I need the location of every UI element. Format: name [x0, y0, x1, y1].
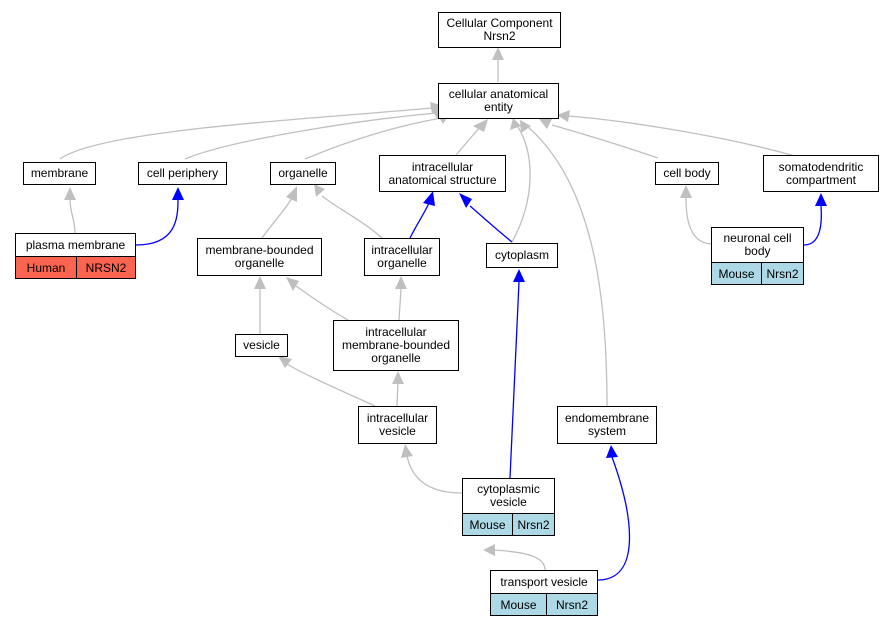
arrowhead	[520, 120, 531, 133]
node-cytoplasm[interactable]: cytoplasm	[486, 243, 558, 268]
edge-endomembrane-to-cae	[527, 126, 608, 407]
node-organelle[interactable]: organelle	[270, 162, 336, 185]
edge-ncb-to-somato	[803, 205, 822, 246]
edge-cv-to-iv	[406, 455, 463, 494]
arrowhead	[557, 110, 570, 122]
species-tag: Mouse	[712, 263, 761, 284]
node-transport-vesicle[interactable]: transport vesicle Mouse Nrsn2	[490, 570, 598, 616]
arrowhead	[473, 119, 488, 132]
arrowhead	[392, 371, 404, 384]
node-intracellular-anatomical-structure[interactable]: intracellular anatomical structure	[379, 155, 506, 192]
node-label: cellular anatomical entity	[448, 87, 549, 114]
edge-io-to-ias	[409, 202, 430, 239]
species-tags: Mouse Nrsn2	[712, 262, 803, 284]
node-cytoplasmic-vesicle[interactable]: cytoplasmic vesicle Mouse Nrsn2	[462, 478, 555, 536]
species-tag: Human	[16, 257, 76, 278]
arrowhead	[680, 185, 692, 198]
edge-somato-to-cae	[567, 115, 796, 157]
edge-mbo-to-organelle	[261, 197, 293, 239]
arrowhead	[539, 119, 552, 129]
edge-cellbody-to-cae	[551, 124, 659, 159]
node-cell-periphery[interactable]: cell periphery	[138, 162, 227, 185]
edge-cv-to-cytoplasm	[509, 281, 520, 479]
arrowhead	[513, 269, 525, 282]
node-label: transport vesicle	[500, 574, 588, 589]
node-label: organelle	[278, 166, 328, 180]
node-label: cytoplasmic vesicle	[477, 482, 540, 509]
arrowhead	[314, 184, 325, 197]
edge-ias-to-cae	[455, 126, 481, 156]
arrowhead	[64, 187, 76, 200]
edge-imbo-to-io	[398, 288, 402, 321]
edge-imbo-to-mbo	[295, 285, 349, 321]
edge-plasma-to-cellperiphery	[135, 199, 179, 246]
node-vesicle[interactable]: vesicle	[235, 334, 288, 357]
node-label: intracellular organelle	[371, 243, 433, 270]
node-root[interactable]: Cellular Component Nrsn2	[438, 12, 561, 48]
arrowhead	[254, 276, 266, 289]
arrowhead	[815, 193, 827, 206]
arrowhead	[401, 444, 413, 458]
arrowhead	[286, 186, 297, 202]
node-label: cytoplasm	[494, 248, 550, 262]
edge-cytoplasm-to-cae	[511, 126, 531, 243]
gene-tag: Nrsn2	[546, 594, 597, 615]
node-label: membrane-bounded organelle	[205, 243, 314, 270]
gene-tag: NRSN2	[76, 257, 135, 278]
node-label: somatodendritic compartment	[778, 159, 864, 187]
node-label: intracellular anatomical structure	[388, 159, 497, 187]
node-label: plasma membrane	[25, 237, 126, 252]
node-label: endomembrane system	[564, 411, 650, 438]
edge-cellperiphery-to-cae	[184, 112, 437, 160]
edge-io-to-organelle	[321, 195, 383, 239]
species-tag: Mouse	[491, 594, 546, 615]
node-label: intracellular membrane-bounded organelle	[341, 325, 451, 365]
node-label: neuronal cell body	[723, 231, 792, 258]
edge-cytoplasm-to-ias	[469, 205, 513, 243]
node-intracellular-vesicle[interactable]: intracellular vesicle	[358, 406, 437, 444]
arrowhead	[395, 276, 407, 289]
node-membrane-bounded-organelle[interactable]: membrane-bounded organelle	[197, 238, 322, 276]
node-endomembrane-system[interactable]: endomembrane system	[557, 406, 657, 444]
arrowhead	[483, 544, 495, 556]
node-label: cell body	[663, 166, 711, 180]
species-tags: Human NRSN2	[16, 256, 135, 278]
species-tags: Mouse Nrsn2	[463, 513, 554, 535]
arrowhead	[278, 356, 292, 368]
edge-organelle-to-cae	[304, 117, 443, 160]
node-cell-body[interactable]: cell body	[655, 162, 719, 185]
edge-tv-to-cv	[492, 549, 546, 571]
arrowhead	[492, 47, 504, 60]
node-label: Cellular Component Nrsn2	[446, 16, 553, 43]
gene-tag: Nrsn2	[512, 514, 554, 535]
arrowhead	[606, 445, 618, 458]
species-tag: Mouse	[463, 514, 512, 535]
arrowhead	[423, 191, 435, 206]
node-label: vesicle	[243, 338, 280, 352]
edge-iv-to-imbo	[396, 380, 399, 407]
edge-ncb-to-cellbody	[685, 197, 714, 245]
edge-membrane-to-cae	[59, 107, 433, 160]
species-tags: Mouse Nrsn2	[491, 593, 597, 615]
arrowhead	[459, 193, 472, 208]
node-cellular-anatomical-entity[interactable]: cellular anatomical entity	[438, 83, 559, 119]
node-plasma-membrane[interactable]: plasma membrane Human NRSN2	[15, 233, 136, 279]
edge-tv-to-endomembrane	[597, 456, 631, 581]
node-label: intracellular vesicle	[366, 411, 429, 438]
node-label: cell periphery	[146, 166, 219, 180]
edge-iv-to-vesicle	[286, 363, 376, 407]
node-label: membrane	[30, 166, 89, 180]
arrowhead	[510, 118, 521, 130]
node-neuronal-cell-body[interactable]: neuronal cell body Mouse Nrsn2	[711, 227, 804, 285]
edge-plasma-to-membrane	[69, 199, 76, 234]
node-membrane[interactable]: membrane	[23, 162, 96, 185]
arrowhead	[286, 277, 299, 291]
node-somatodendritic-compartment[interactable]: somatodendritic compartment	[763, 155, 879, 192]
node-intracellular-membrane-bounded-organelle[interactable]: intracellular membrane-bounded organelle	[333, 320, 459, 371]
gene-tag: Nrsn2	[761, 263, 803, 284]
arrowhead	[172, 187, 184, 200]
node-intracellular-organelle[interactable]: intracellular organelle	[364, 238, 440, 276]
